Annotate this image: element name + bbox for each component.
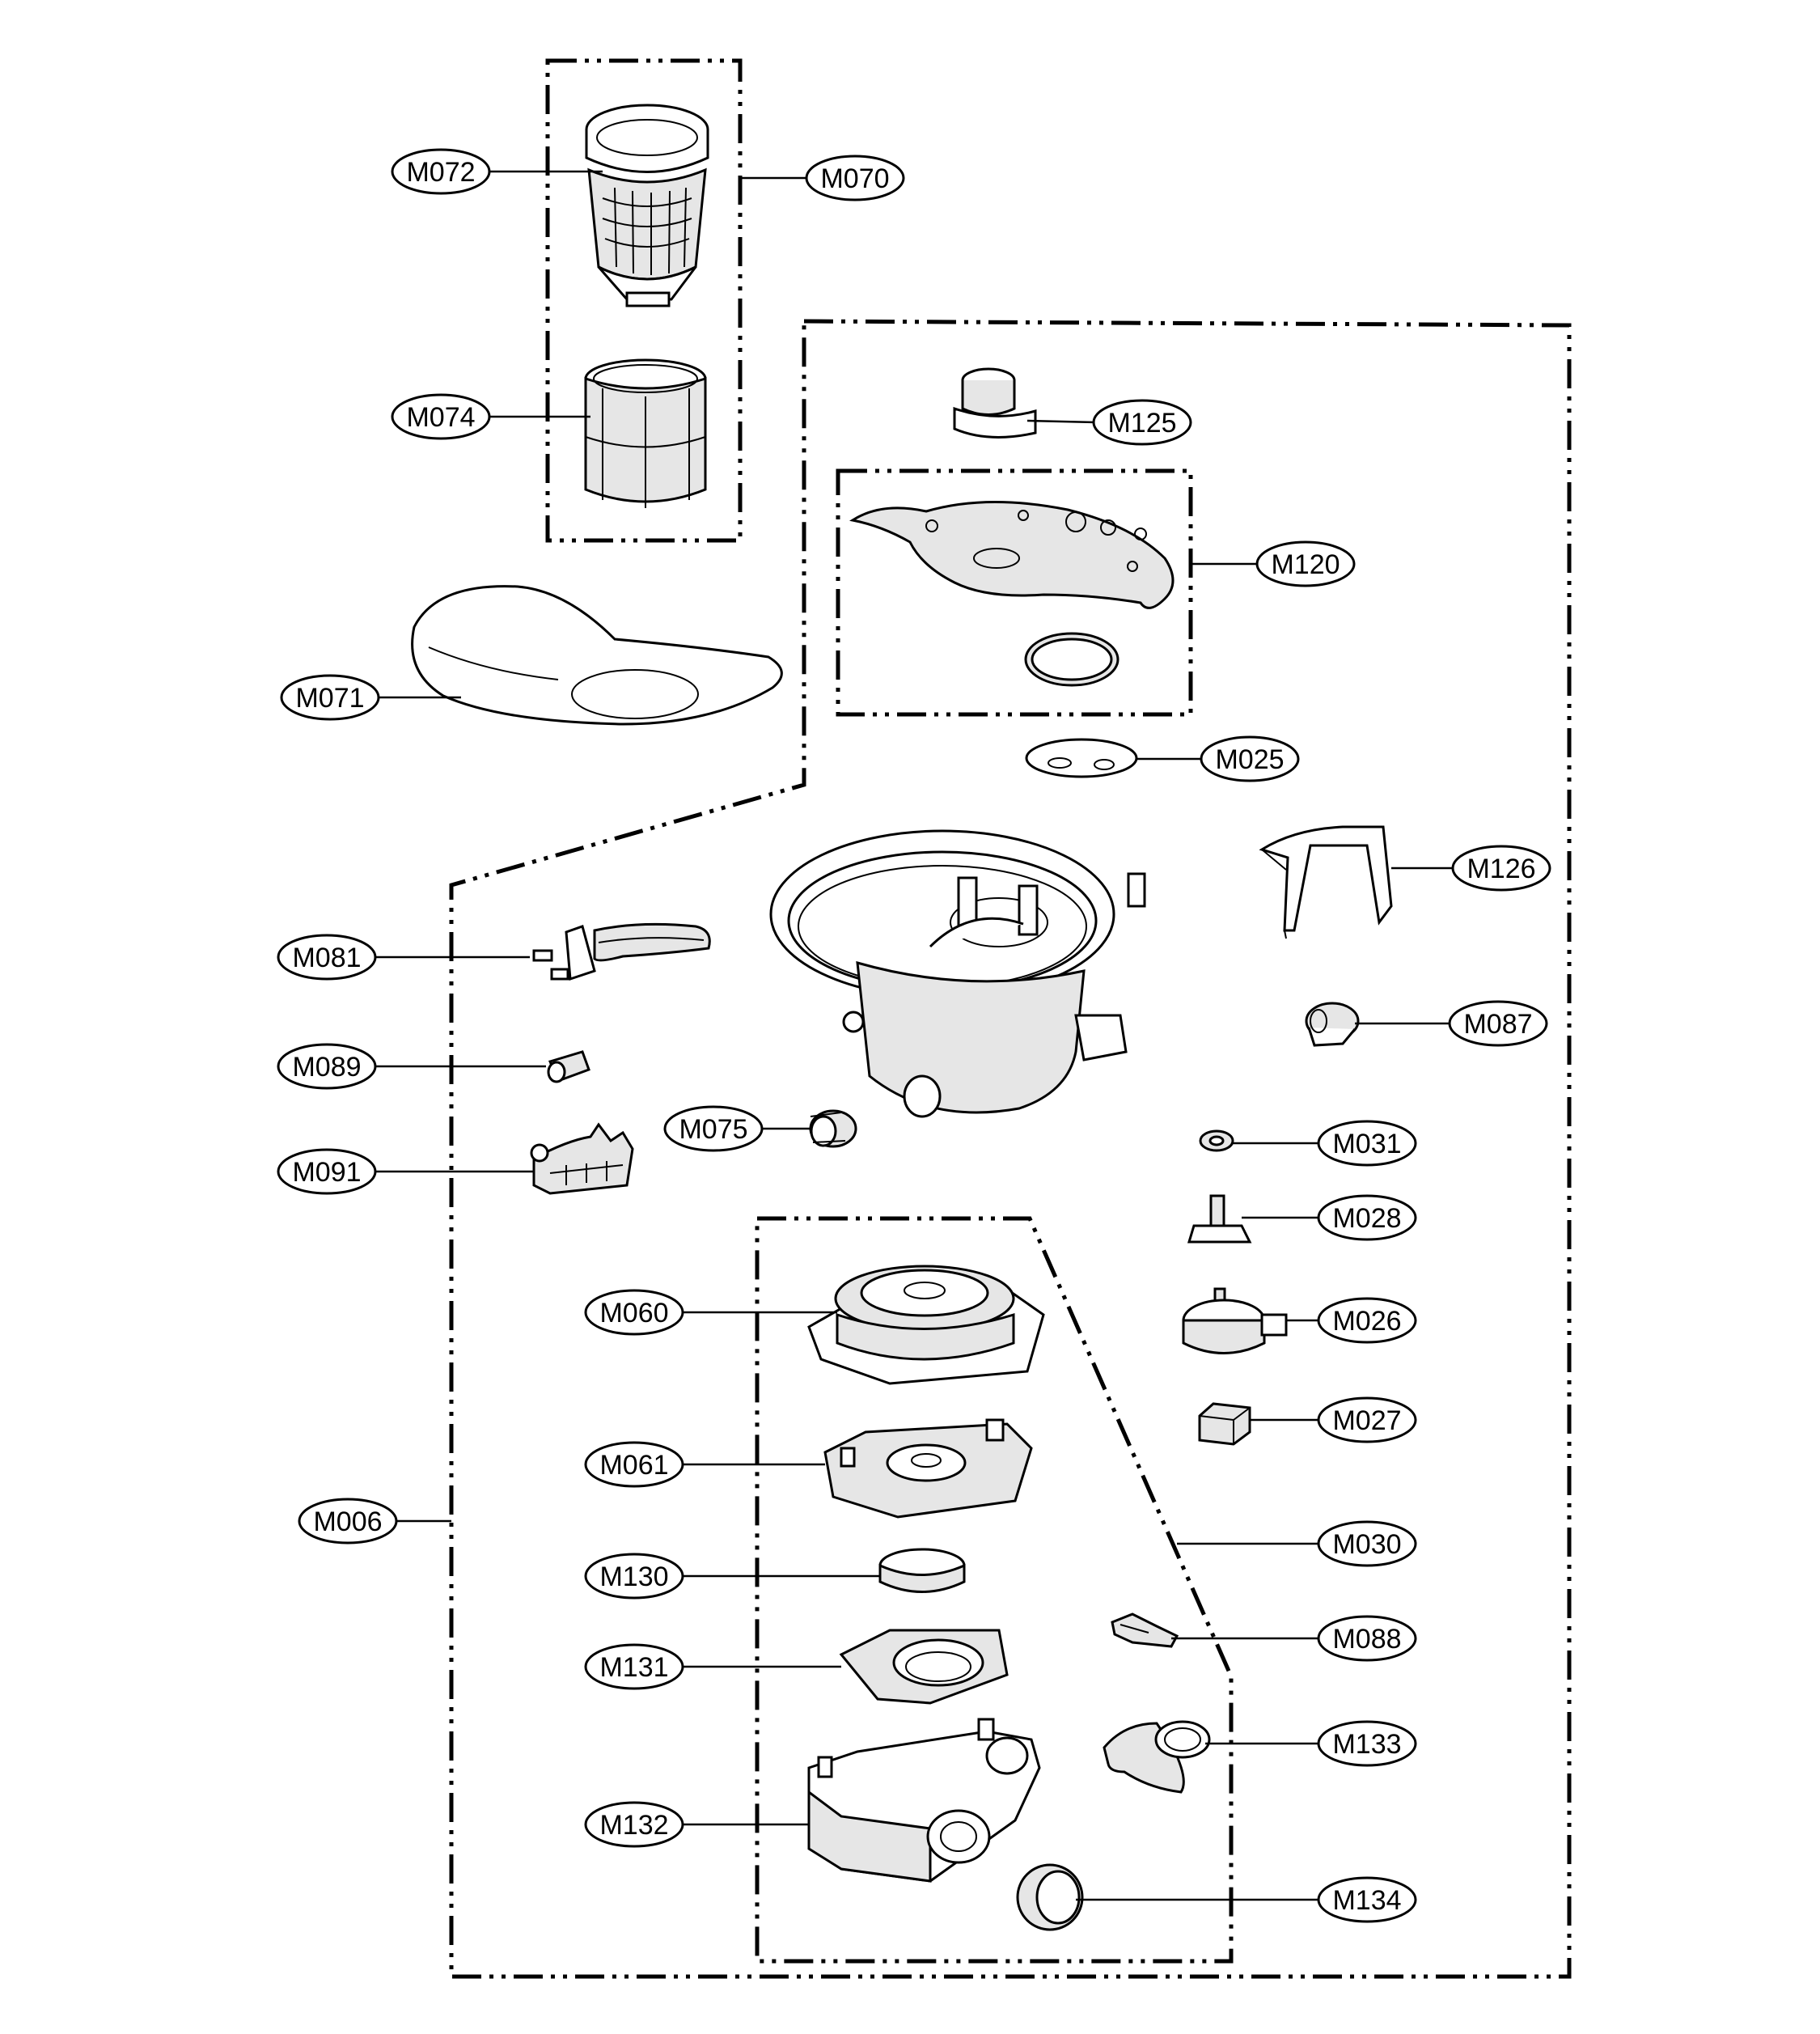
washer-drawing	[1199, 1129, 1234, 1152]
callout-m027: M027	[1317, 1396, 1417, 1443]
callout-label: M120	[1271, 549, 1340, 580]
callout-label: M133	[1332, 1729, 1401, 1760]
gasket-plate-drawing	[839, 1629, 1009, 1705]
group-boundary-m006	[449, 319, 1572, 1979]
callout-m088: M088	[1317, 1615, 1417, 1662]
callout-label: M028	[1332, 1203, 1401, 1234]
callout-m126: M126	[1451, 845, 1551, 892]
callout-m060: M060	[584, 1289, 684, 1336]
callout-m131: M131	[584, 1643, 684, 1690]
relay-drawing	[1198, 1402, 1251, 1446]
impeller-drawing	[878, 1548, 966, 1593]
callout-m089: M089	[277, 1043, 377, 1090]
mesh-filter-drawing	[584, 358, 707, 508]
callout-label: M070	[820, 163, 889, 194]
callout-m130: M130	[584, 1553, 684, 1600]
heater-drawing	[532, 922, 711, 981]
sensor-drawing	[1305, 1002, 1360, 1047]
callout-label: M025	[1215, 744, 1284, 775]
callout-label: M125	[1107, 408, 1176, 439]
group-boundary-m120	[836, 468, 1193, 717]
nozzle-part-drawing	[953, 367, 1037, 439]
callout-label: M087	[1463, 1009, 1532, 1040]
group-boundary-m070	[545, 58, 743, 543]
callout-m025: M025	[1200, 735, 1300, 782]
callout-m133: M133	[1317, 1720, 1417, 1767]
callout-label: M030	[1332, 1529, 1401, 1560]
tray-drawing	[411, 585, 783, 726]
motor-drawing	[807, 1265, 1045, 1385]
callout-m075: M075	[663, 1105, 764, 1152]
callout-label: M075	[679, 1114, 747, 1145]
callout-m132: M132	[584, 1801, 684, 1848]
callout-label: M027	[1332, 1405, 1401, 1436]
callout-m026: M026	[1317, 1297, 1417, 1344]
check-valve-drawing	[809, 1109, 857, 1148]
callout-label: M031	[1332, 1129, 1401, 1159]
filter-assembly-drawing	[585, 104, 709, 307]
callout-label: M061	[599, 1450, 668, 1481]
callout-label: M089	[292, 1052, 361, 1083]
callout-label: M081	[292, 943, 361, 973]
callout-label: M071	[295, 683, 364, 714]
spray-arm-drawing	[849, 501, 1175, 687]
motor-bracket-drawing	[823, 1418, 1033, 1519]
callout-m070: M070	[805, 155, 905, 201]
callout-label: M130	[599, 1562, 668, 1592]
callout-m031: M031	[1317, 1120, 1417, 1167]
callout-m120: M120	[1255, 540, 1356, 587]
callout-label: M088	[1332, 1624, 1401, 1655]
callout-m081: M081	[277, 934, 377, 981]
bracket-drawing	[1259, 825, 1393, 939]
seal-ring-drawing	[1016, 1863, 1084, 1931]
knob-drawing	[1187, 1194, 1252, 1244]
pump-housing-drawing	[807, 1718, 1041, 1883]
callout-m061: M061	[584, 1441, 684, 1488]
disc-drawing	[1025, 738, 1138, 778]
callout-label: M132	[599, 1810, 668, 1841]
callout-label: M026	[1332, 1306, 1401, 1337]
sump-drawing	[769, 829, 1146, 1118]
callout-m030: M030	[1317, 1520, 1417, 1567]
callout-label: M126	[1467, 854, 1535, 884]
callout-label: M131	[599, 1652, 668, 1683]
elbow-hose-drawing	[1103, 1720, 1211, 1794]
callout-m125: M125	[1092, 399, 1192, 446]
callout-m134: M134	[1317, 1876, 1417, 1923]
callout-m028: M028	[1317, 1194, 1417, 1241]
callout-label: M072	[406, 157, 475, 188]
cover-drawing	[530, 1122, 634, 1195]
callout-label: M074	[406, 402, 475, 433]
pump-motor-drawing	[1182, 1287, 1288, 1354]
callout-m091: M091	[277, 1148, 377, 1195]
callout-m074: M074	[391, 393, 491, 440]
callout-label: M091	[292, 1157, 361, 1188]
callout-label: M134	[1332, 1885, 1401, 1916]
callout-m006: M006	[298, 1498, 398, 1545]
callout-m071: M071	[280, 674, 380, 721]
callout-label: M060	[599, 1298, 668, 1328]
leader-lines	[368, 170, 1455, 1901]
callout-label: M006	[313, 1506, 382, 1537]
callout-m087: M087	[1448, 1000, 1548, 1047]
clip-drawing	[1111, 1612, 1179, 1648]
callout-m072: M072	[391, 148, 491, 195]
plug-drawing	[547, 1050, 590, 1083]
